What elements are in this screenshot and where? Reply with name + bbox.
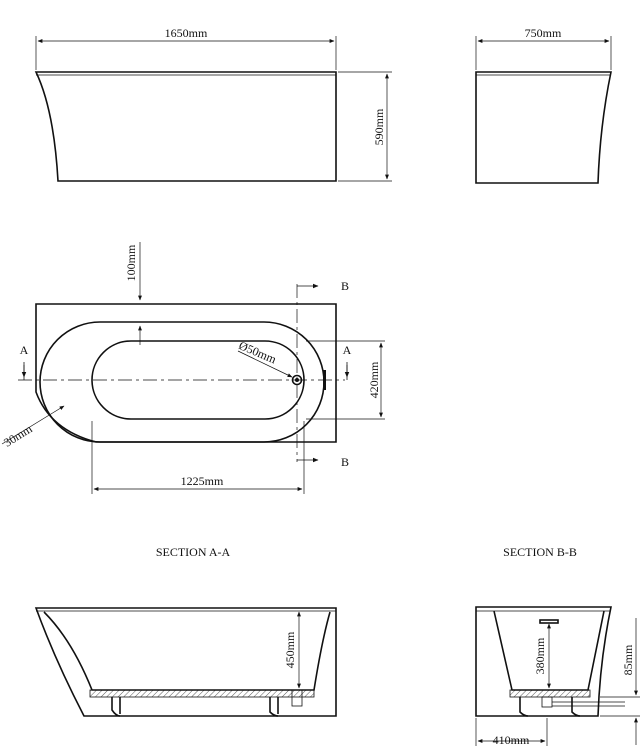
basin-length-label: 1225mm <box>181 474 224 488</box>
plan-view: 100mm Ø50mm 420mm 1225mm 30mm A A B B <box>1 242 385 494</box>
section-b-foot-left <box>519 697 529 717</box>
section-b-overflow <box>539 619 559 624</box>
front-tub-outline <box>34 71 337 182</box>
section-a-right-marker: A <box>343 343 352 357</box>
section-a-view: SECTION A-A 450mm <box>34 545 337 717</box>
rim-width-label: 100mm <box>124 244 138 281</box>
overflow-slot <box>323 370 326 390</box>
section-a-depth-label: 450mm <box>283 631 297 668</box>
section-b-title: SECTION B-B <box>503 545 577 559</box>
section-a-foot-left <box>111 697 121 717</box>
corner-leader-line <box>1 405 65 445</box>
section-a-foot-right <box>269 697 279 717</box>
side-tub-outline <box>475 71 612 184</box>
section-b-floor <box>509 689 591 698</box>
front-elevation-view: 1650mm 590mm <box>34 26 392 182</box>
front-height-label: 590mm <box>372 108 386 145</box>
basin-width-label: 420mm <box>367 361 381 398</box>
section-a-outer-shell <box>34 607 337 717</box>
front-length-label: 1650mm <box>165 26 208 40</box>
section-b-drain <box>541 696 553 708</box>
section-b-floor-gap-label: 85mm <box>621 644 635 675</box>
section-a-left-marker: A <box>20 343 29 357</box>
section-b-bottom-marker: B <box>341 455 349 469</box>
drain-leader-line <box>237 350 293 378</box>
section-a-floor <box>89 689 315 698</box>
side-elevation-view: 750mm <box>475 26 612 184</box>
section-b-view: SECTION B-B 380mm 85mm 410mm <box>475 545 640 747</box>
section-a-drain <box>291 689 303 707</box>
corner-radius-label: 30mm <box>1 421 35 449</box>
side-width-label: 750mm <box>525 26 562 40</box>
section-b-half-width-label: 410mm <box>493 733 530 747</box>
section-a-title: SECTION A-A <box>156 545 231 559</box>
section-b-outer-shell <box>475 606 612 717</box>
plan-bowl-outline <box>39 321 325 443</box>
section-b-inner-depth-label: 380mm <box>533 637 547 674</box>
section-b-top-marker: B <box>341 279 349 293</box>
section-b-foot-right <box>571 697 581 717</box>
